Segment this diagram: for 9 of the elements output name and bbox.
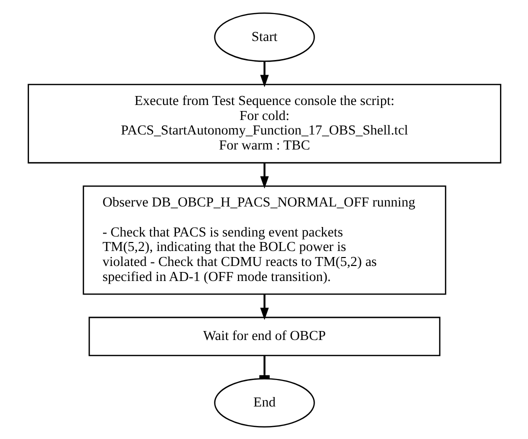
node-ellipse: End	[214, 378, 314, 428]
node-box: Wait for end of OBCP	[88, 316, 440, 356]
arrow	[260, 162, 268, 188]
node-box: Observe DB_OBCP_H_PACS_NORMAL_OFF running - Check that PACS is sending event packets TM(5,2), indicating that the BOLC power is violated - Check that CDMU reacts to TM(5,2) as specified in AD-1 (OFF mode transition).	[82, 184, 446, 294]
connector	[258, 355, 270, 378]
node-ellipse: Start	[214, 12, 314, 62]
node-box: Execute from Test Sequence console the script: For cold: PACS_StartAutonomy_Function_17_OBS_Shell.tcl For warm : TBC	[27, 83, 501, 163]
arrow	[260, 60, 268, 87]
arrow	[260, 294, 268, 320]
